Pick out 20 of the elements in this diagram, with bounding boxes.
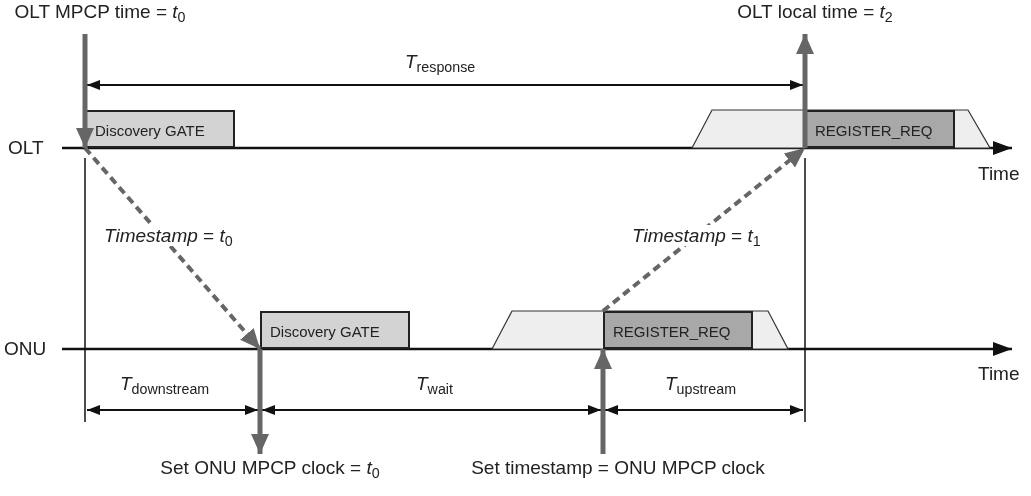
timeline-label: ONU — [4, 338, 47, 359]
dashed-arrow — [601, 146, 807, 313]
request-frame: REGISTER_REQ — [805, 110, 955, 148]
request-frame: REGISTER_REQ — [603, 311, 753, 349]
timeline-label: OLT — [8, 137, 44, 158]
annotation-text: Set timestamp = ONU MPCP clock — [471, 456, 765, 480]
duration-label: T$_{wait}$ — [416, 373, 453, 394]
annotation-text: Set ONU MPCP clock = t$_{0}$ — [160, 456, 380, 480]
duration-label: T$_{downstream}$ — [120, 373, 210, 394]
dashed-arrow — [83, 146, 262, 351]
arrow — [796, 34, 814, 148]
annotation-text: OLT local time = t$_{2}$ — [737, 0, 893, 24]
axis-label: Time — [978, 363, 1020, 384]
gate-frame: Discovery GATE — [85, 110, 235, 148]
axis-label: Time — [978, 163, 1020, 184]
arrow — [594, 349, 612, 454]
gate-frame: Discovery GATE — [260, 311, 410, 349]
annotation-text: OLT MPCP time = t$_{0}$ — [14, 0, 186, 24]
arrow — [76, 34, 94, 148]
arrow — [251, 349, 269, 454]
